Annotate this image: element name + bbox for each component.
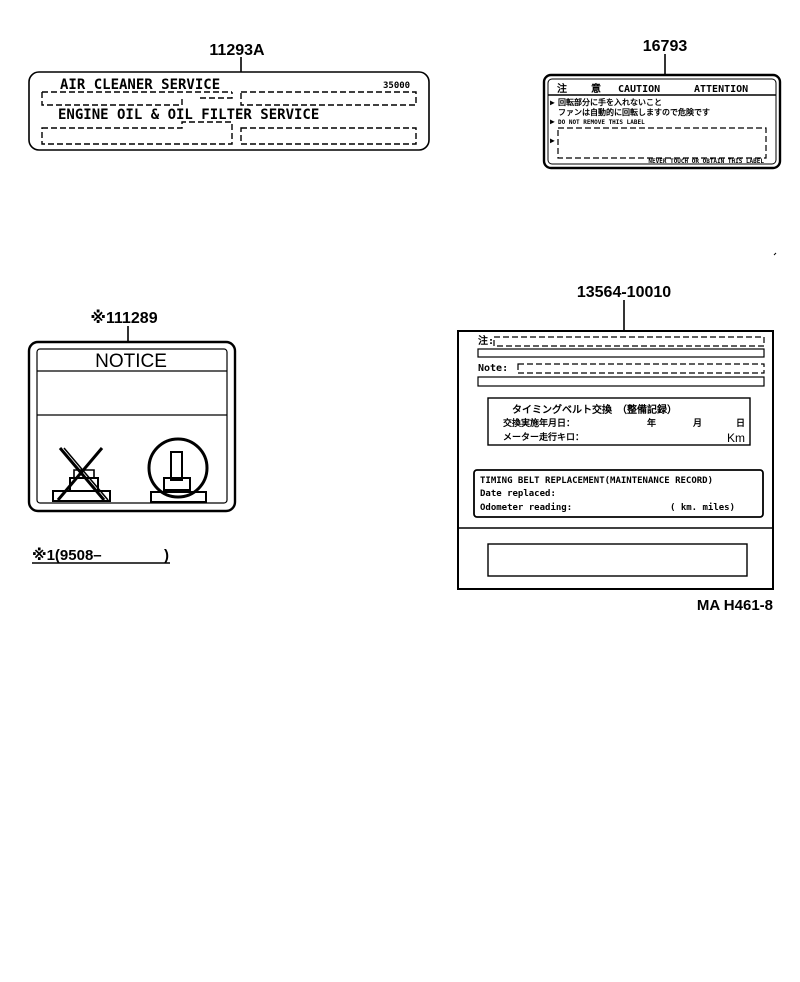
header-jp-1: 注 — [557, 82, 567, 95]
field-2-label: Note: — [478, 363, 508, 374]
jp-day: 日 — [736, 418, 745, 429]
caution-label: 16793 注 意 CAUTION ATTENTION ▶ 回転部分に手を入れな… — [542, 38, 782, 170]
jp-date-label: 交換実施年月日： — [503, 417, 575, 429]
figure-id: MA H461-8 — [697, 597, 773, 614]
footnote-text: ※1(9508– — [32, 546, 102, 564]
part-number-111289: ※111289 — [90, 309, 157, 327]
timing-belt-label: 13564-10010 注: Note: タイミングベルト交換 （整備記録） 交… — [457, 284, 774, 590]
part-number-11293a: 11293A — [209, 42, 265, 59]
jp-month: 月 — [692, 418, 702, 429]
jp-record-title: タイミングベルト交換 （整備記録） — [512, 403, 677, 416]
label-outline — [542, 73, 782, 170]
no-touch-icon — [52, 447, 111, 502]
part-number-16793: 16793 — [643, 38, 688, 55]
en-date-label: Date replaced: — [480, 489, 556, 499]
caution-row-3: DO NOT REMOVE THIS LABEL — [558, 119, 645, 126]
jp-meter-label: メーター走行キロ： — [503, 431, 584, 443]
jp-unit: Km — [727, 431, 745, 445]
footnote-close: ) — [164, 547, 169, 564]
label-outline — [457, 330, 774, 590]
air-cleaner-label: 11293A AIR CLEANER SERVICE 35000 ENGINE … — [28, 42, 430, 151]
caution-row-2: ファンは自動的に回転しますので危険です — [558, 107, 710, 117]
engine-oil-service-text: ENGINE OIL & OIL FILTER SERVICE — [58, 107, 319, 123]
caution-row-1: 回転部分に手を入れないこと — [558, 97, 662, 107]
key-circle-icon — [147, 437, 209, 503]
label-outline — [27, 340, 237, 513]
en-odometer-label: Odometer reading: — [480, 502, 572, 513]
en-record-title: TIMING BELT REPLACEMENT(MAINTENANCE RECO… — [480, 476, 713, 486]
service-code: 35000 — [383, 81, 410, 91]
arrow-3-icon: ▶ — [550, 136, 555, 145]
arrow-2-icon: ▶ — [550, 117, 555, 126]
notice-title: NOTICE — [95, 351, 167, 372]
header-caution: CAUTION — [618, 84, 660, 95]
footnote: ※1(9508– ) — [32, 546, 170, 564]
en-unit: ( km. miles) — [670, 502, 735, 513]
label-outline — [28, 71, 430, 151]
arrow-1-icon: ▶ — [550, 98, 555, 107]
header-attention: ATTENTION — [694, 84, 748, 95]
part-number-13564-10010: 13564-10010 — [577, 284, 671, 301]
air-cleaner-service-text: AIR CLEANER SERVICE — [60, 77, 220, 93]
field-1-label: 注: — [478, 334, 494, 347]
header-jp-2: 意 — [591, 82, 601, 95]
jp-year: 年 — [647, 417, 656, 429]
caution-bottom-note: NEVER TOUCH OR OBTAIN THIS LABEL — [648, 158, 764, 165]
notice-label: ※111289 NOTICE — [27, 309, 237, 513]
